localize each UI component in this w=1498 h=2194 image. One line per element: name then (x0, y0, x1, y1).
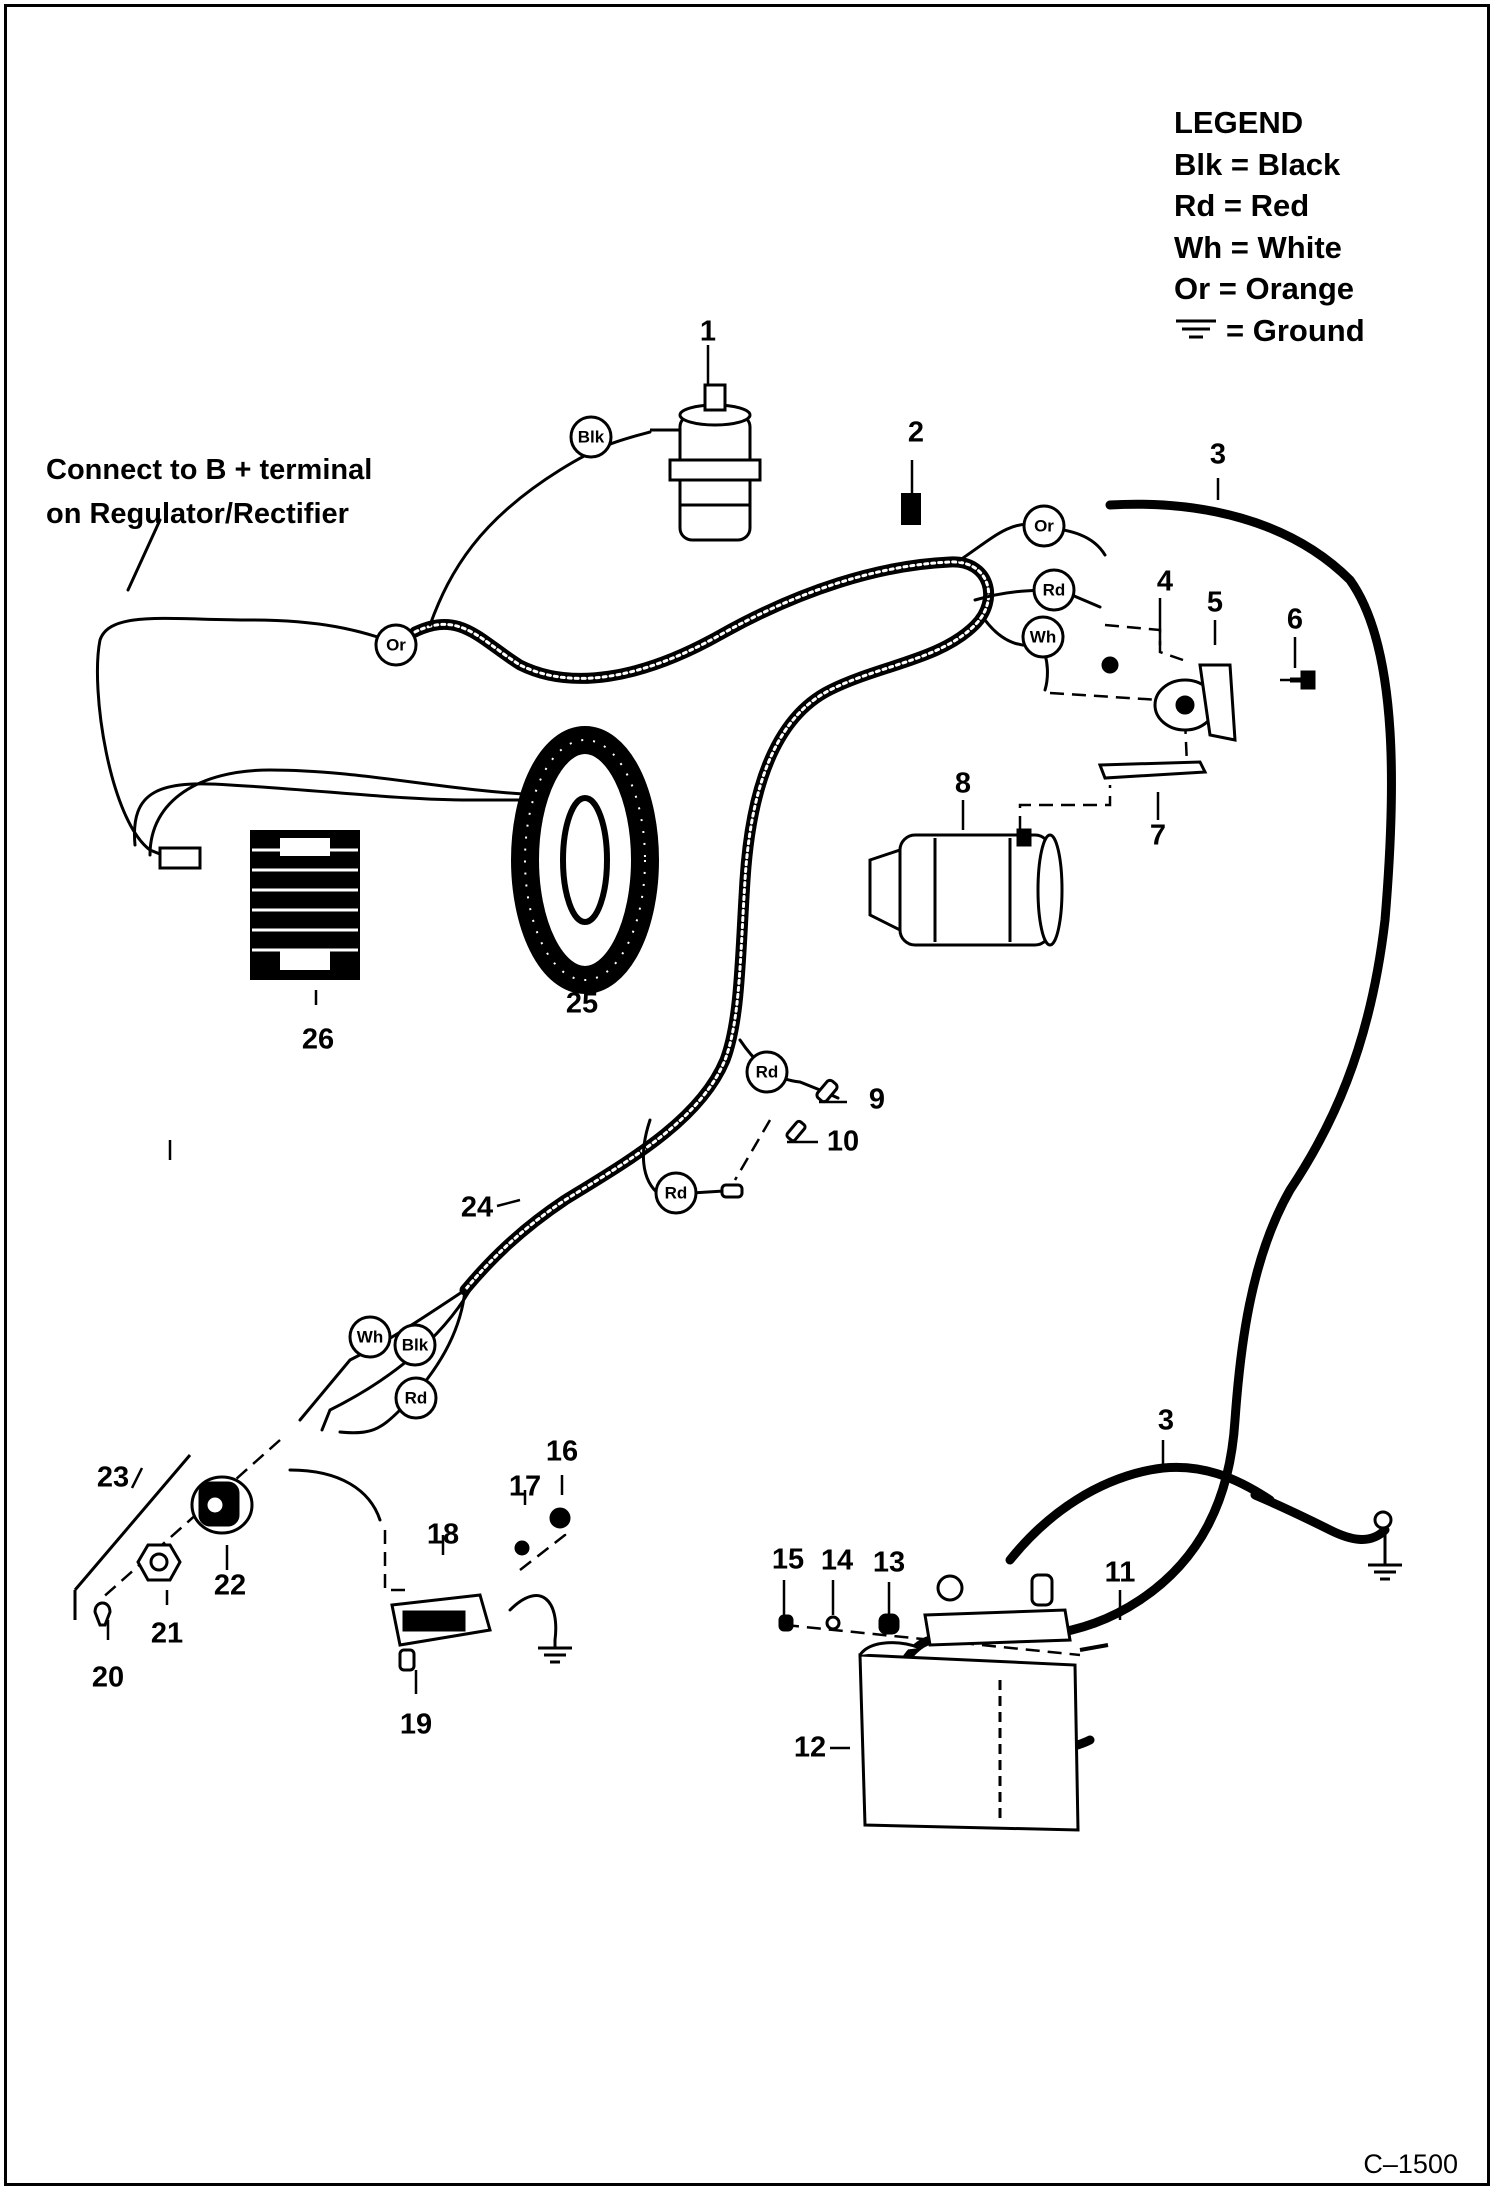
thin-wires (95, 430, 1107, 1642)
callout-10: 10 (826, 1125, 860, 1158)
wire-tags: Blk Or Or Rd Wh Rd Rd Wh Blk Rd (348, 415, 1076, 1420)
tag-or-regulator: Or (374, 623, 418, 667)
callout-16: 16 (545, 1435, 579, 1468)
main-harness (409, 556, 995, 1296)
legend-item-black: Blk = Black (1174, 146, 1341, 182)
figure-code: C–1500 (1363, 2149, 1458, 2179)
ground-icon (1176, 319, 1216, 339)
callout-9: 9 (868, 1083, 886, 1116)
bracket-7 (1097, 760, 1208, 780)
tag-rd-connector-10: Rd (654, 1171, 698, 1215)
svg-text:Or: Or (1034, 517, 1054, 536)
svg-text:Rd: Rd (665, 1184, 688, 1203)
legend-item-ground: = Ground (1174, 310, 1365, 352)
tag-blk-coil: Blk (569, 415, 613, 459)
battery-cable (890, 499, 1397, 1759)
callout-14: 14 (820, 1544, 854, 1577)
callout-2: 2 (907, 416, 925, 449)
callout-7: 7 (1149, 819, 1167, 852)
callout-3-top: 3 (1209, 438, 1227, 471)
tag-rd-connector-9: Rd (745, 1050, 789, 1094)
callout-25: 25 (565, 987, 599, 1020)
svg-text:Blk: Blk (578, 428, 605, 447)
ignition-switch (73, 1454, 254, 1627)
leader-lines (106, 345, 1297, 1750)
tag-wh-solenoid: Wh (1021, 615, 1065, 659)
legend: LEGEND Blk = Black Rd = Red Wh = White O… (1174, 102, 1365, 351)
legend-title: LEGEND (1174, 105, 1304, 140)
callout-12: 12 (793, 1731, 827, 1764)
starter-motor (868, 828, 1064, 947)
callout-5: 5 (1206, 586, 1224, 619)
callout-3-bottom: 3 (1157, 1404, 1175, 1437)
svg-text:Blk: Blk (402, 1336, 429, 1355)
ignition-coil (650, 383, 762, 542)
svg-text:Wh: Wh (1030, 628, 1056, 647)
connector-2 (901, 493, 921, 525)
tag-or-solenoid: Or (1022, 504, 1066, 548)
battery (778, 1573, 1109, 1832)
connection-note-line1: Connect to B + terminal (46, 454, 373, 486)
callout-20: 20 (91, 1661, 125, 1694)
callout-11: 11 (1104, 1556, 1136, 1589)
svg-text:Rd: Rd (1043, 581, 1066, 600)
callout-4: 4 (1156, 565, 1174, 598)
connection-note-line2: on Regulator/Rectifier (46, 498, 349, 530)
callout-6: 6 (1286, 603, 1304, 636)
svg-text:Wh: Wh (357, 1328, 383, 1347)
tag-rd-solenoid: Rd (1032, 568, 1076, 612)
legend-ground-label: = Ground (1226, 312, 1365, 348)
tag-wh-switch: Wh (348, 1315, 392, 1359)
callout-26: 26 (301, 1023, 335, 1056)
callout-17: 17 (508, 1470, 542, 1503)
callout-23: 23 (96, 1461, 130, 1494)
solenoid-assembly (1101, 656, 1316, 742)
svg-text:Or: Or (386, 636, 406, 655)
legend-item-orange: Or = Orange (1174, 271, 1355, 306)
legend-item-red: Rd = Red (1174, 188, 1310, 223)
module-18 (390, 1507, 571, 1672)
stator (511, 726, 659, 994)
ground-symbols (538, 1510, 1402, 1664)
callout-13: 13 (872, 1546, 906, 1579)
inline-connectors (720, 1078, 839, 1199)
svg-text:Rd: Rd (756, 1063, 779, 1082)
regulator-rectifier (158, 830, 360, 980)
callout-24: 24 (460, 1191, 494, 1224)
callout-18: 18 (426, 1518, 460, 1551)
callout-15: 15 (771, 1543, 805, 1576)
callout-1: 1 (699, 315, 717, 348)
callout-19: 19 (399, 1708, 433, 1741)
tag-rd-switch: Rd (394, 1376, 438, 1420)
connection-note: Connect to B + terminal on Regulator/Rec… (46, 448, 372, 536)
assembly-lines (99, 623, 1310, 1661)
tag-blk-switch: Blk (393, 1323, 437, 1367)
svg-text:Rd: Rd (405, 1389, 428, 1408)
callout-22: 22 (213, 1569, 247, 1602)
legend-item-white: Wh = White (1174, 229, 1342, 265)
callout-8: 8 (954, 767, 972, 800)
callout-21: 21 (150, 1617, 184, 1650)
